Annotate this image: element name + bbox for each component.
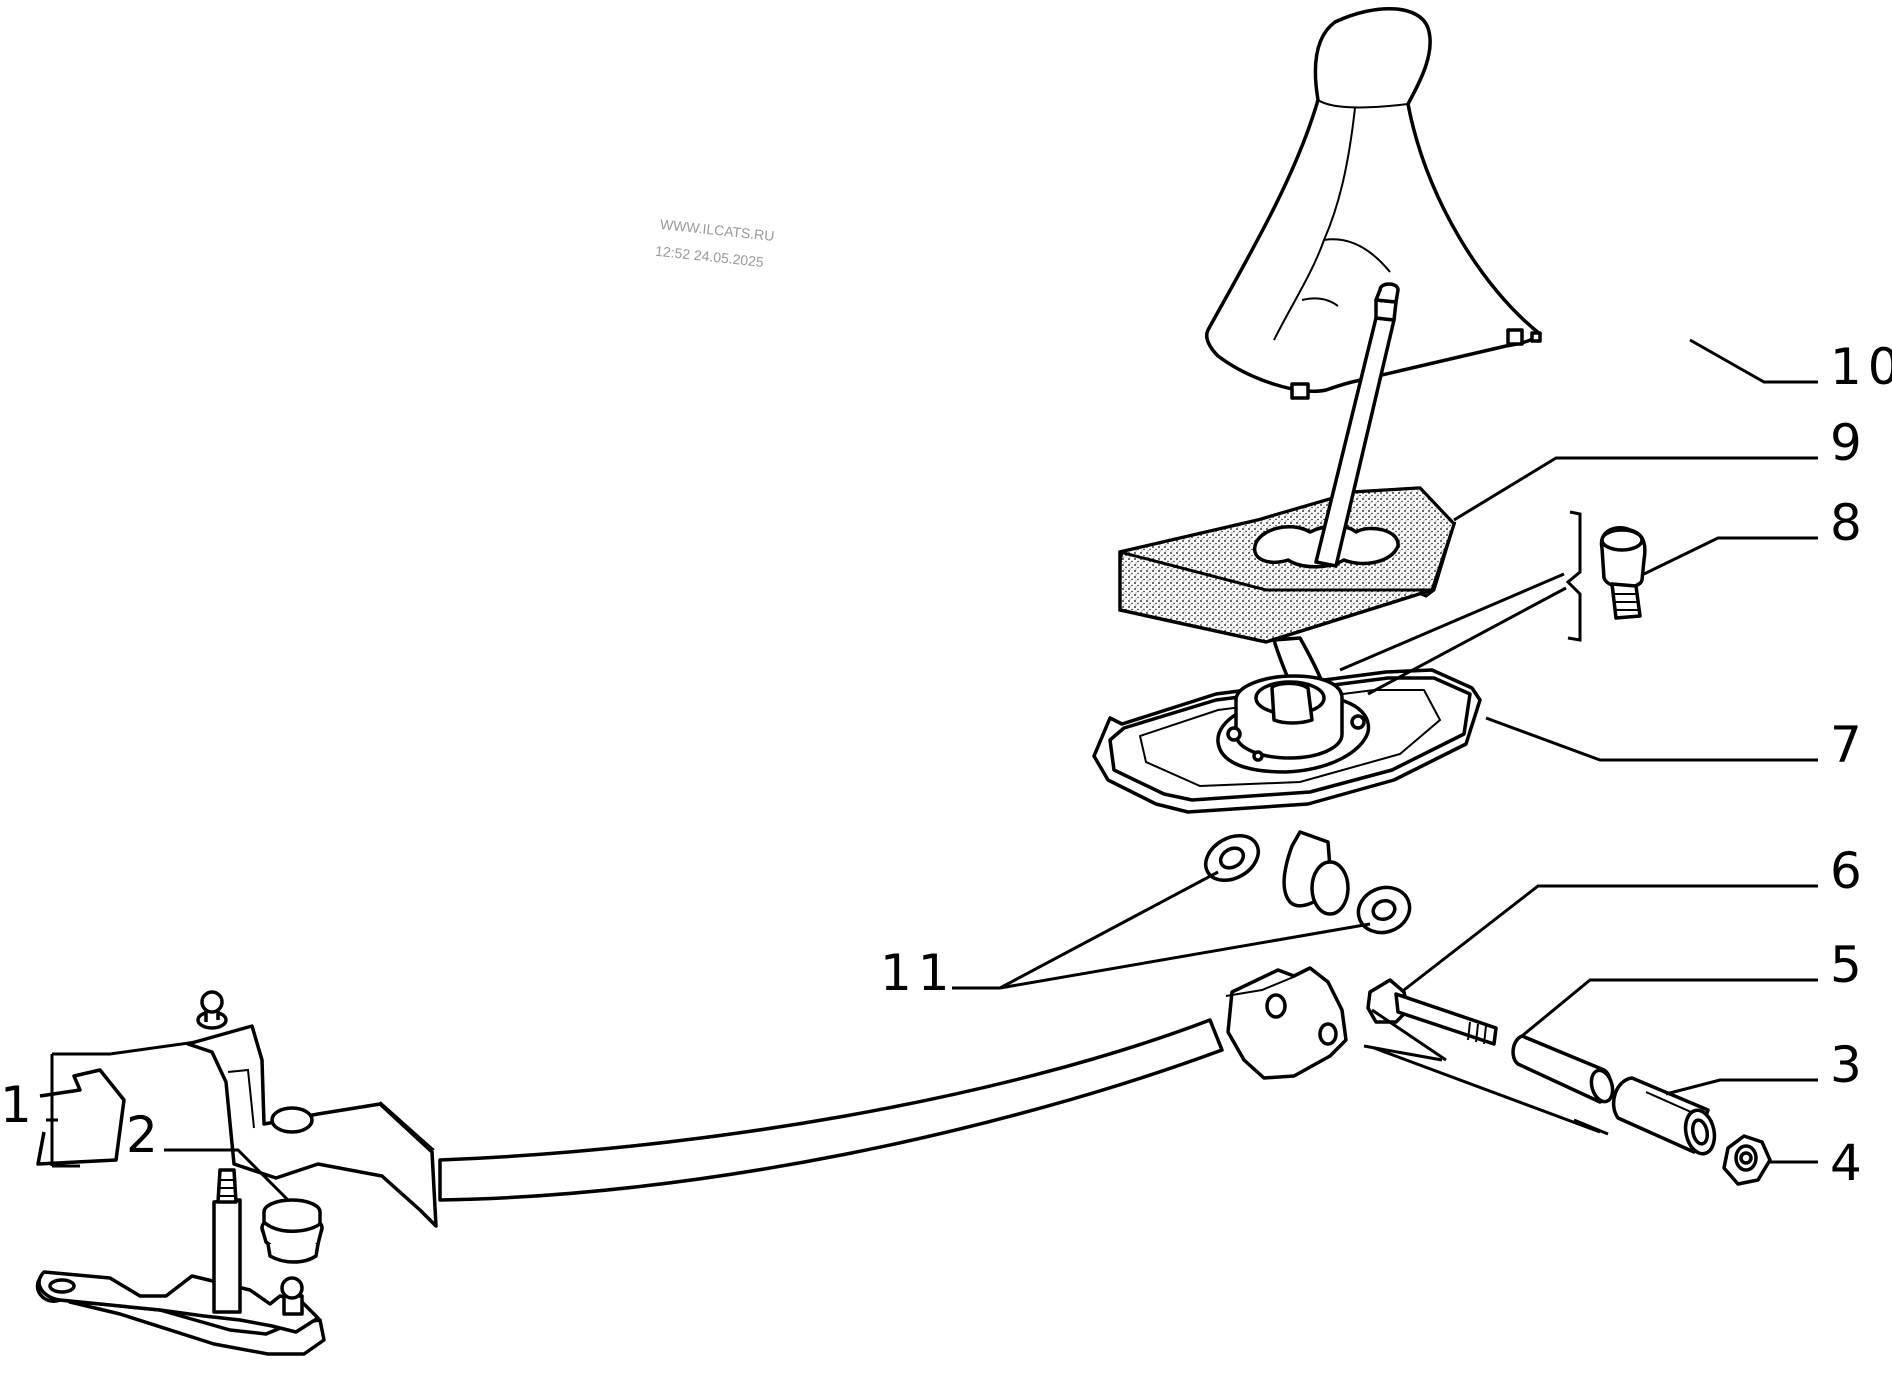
hex-nut	[1722, 1134, 1772, 1186]
foam-seal-plate	[1118, 486, 1457, 644]
lever-housing-base	[1092, 668, 1482, 814]
bracket-assembly	[36, 990, 438, 1228]
callout-5: 5	[1830, 936, 1868, 994]
callout-labels: 10 9 8 7 6 5 3 4 11 2 1	[0, 338, 1892, 1192]
callout-8: 8	[1830, 494, 1868, 552]
watermark-timestamp: 12:52 24.05.2025	[654, 243, 764, 270]
selector-rod	[438, 966, 1348, 1202]
assembly-guides	[1363, 1008, 1609, 1136]
callout-2: 2	[126, 1106, 164, 1164]
callout-6: 6	[1830, 842, 1868, 900]
callout-1: 1	[0, 1076, 38, 1134]
conical-spacer	[1611, 1076, 1717, 1156]
callout-3: 3	[1830, 1036, 1868, 1094]
gear-shift-boot	[1205, 6, 1542, 400]
bushing-washers	[1204, 830, 1412, 935]
callout-7: 7	[1830, 716, 1868, 774]
watermark-site: WWW.ILCATS.RU	[659, 216, 775, 244]
callout-11: 11	[880, 944, 956, 1002]
watermark: WWW.ILCATS.RU 12:52 24.05.2025	[654, 216, 775, 270]
mounting-bolt	[1599, 526, 1647, 620]
leader-lines	[46, 338, 1818, 1202]
lower-bracket	[35, 1168, 326, 1356]
rubber-grommet	[260, 1198, 324, 1264]
callout-10: 10	[1830, 338, 1892, 396]
callout-4: 4	[1830, 1134, 1868, 1192]
callout-9: 9	[1830, 414, 1868, 472]
linkage-bolt	[1366, 978, 1498, 1046]
spacer-sleeve	[1511, 1034, 1615, 1104]
